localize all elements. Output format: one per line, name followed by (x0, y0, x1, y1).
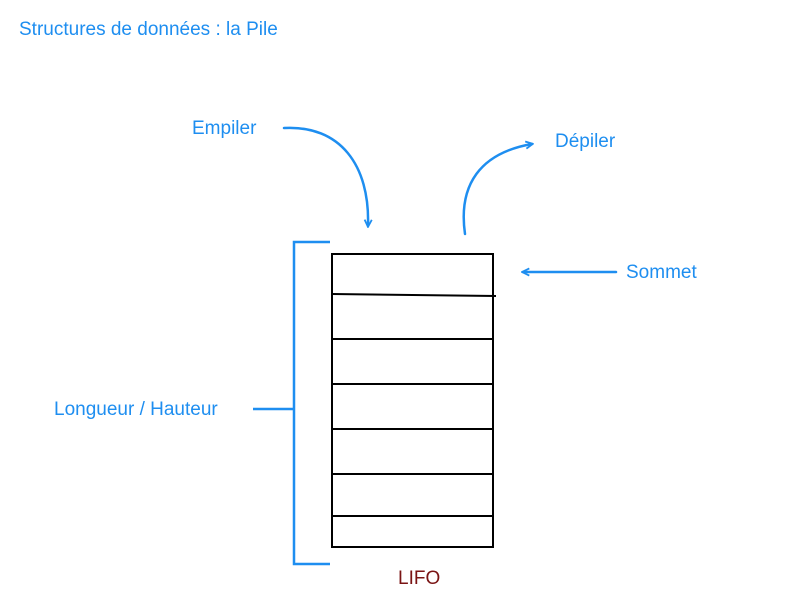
length-label: Longueur / Hauteur (54, 399, 218, 420)
top-label: Sommet (626, 262, 697, 283)
stack (331, 253, 497, 548)
length-bracket (292, 240, 330, 566)
stack-outline (331, 253, 494, 548)
lifo-label: LIFO (398, 568, 441, 589)
push-label: Empiler (192, 118, 257, 139)
page-title: Structures de données : la Pile (19, 19, 278, 40)
push-arrow (282, 126, 368, 226)
pop-arrow (462, 144, 532, 236)
stack-cell-divider (331, 293, 497, 297)
pop-label: Dépiler (555, 131, 616, 152)
